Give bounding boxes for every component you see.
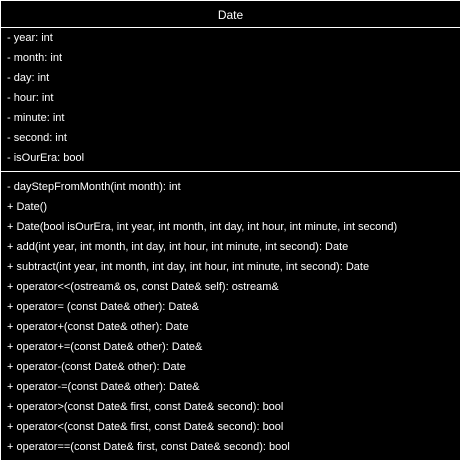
method-operator-plus: + operator+(const Date& other): Date bbox=[7, 321, 189, 333]
method-day-step-from-month: - dayStepFromMonth(int month): int bbox=[7, 181, 181, 193]
method-operator-assign: + operator= (const Date& other): Date& bbox=[7, 301, 199, 313]
method-constructor-full: + Date(bool isOurEra, int year, int mont… bbox=[7, 221, 398, 233]
method-operator-greater: + operator>(const Date& first, const Dat… bbox=[7, 401, 284, 413]
attribute-month: - month: int bbox=[7, 52, 63, 64]
method-operator-minus-assign: + operator-=(const Date& other): Date& bbox=[7, 381, 200, 393]
method-constructor-default: + Date() bbox=[7, 201, 48, 213]
method-subtract: + subtract(int year, int month, int day,… bbox=[7, 261, 370, 273]
methods-compartment: - dayStepFromMonth(int month): int + Dat… bbox=[1, 174, 460, 460]
attribute-second: - second: int bbox=[7, 132, 67, 144]
method-operator-minus: + operator-(const Date& other): Date bbox=[7, 361, 186, 373]
attributes-compartment: - year: int - month: int - day: int - ho… bbox=[1, 28, 460, 172]
attribute-is-our-era: - isOurEra: bool bbox=[7, 152, 85, 164]
method-list: - dayStepFromMonth(int month): int + Dat… bbox=[7, 177, 397, 457]
attribute-minute: - minute: int bbox=[7, 112, 65, 124]
method-operator-stream: + operator<<(ostream& os, const Date& se… bbox=[7, 281, 279, 293]
class-name: Date bbox=[1, 1, 460, 28]
method-add: + add(int year, int month, int day, int … bbox=[7, 241, 349, 253]
attribute-list: - year: int - month: int - day: int - ho… bbox=[7, 28, 84, 168]
attribute-day: - day: int bbox=[7, 72, 50, 84]
method-operator-equal: + operator==(const Date& first, const Da… bbox=[7, 441, 290, 453]
attribute-hour: - hour: int bbox=[7, 92, 54, 104]
attribute-year: - year: int bbox=[7, 32, 53, 44]
method-operator-less: + operator<(const Date& first, const Dat… bbox=[7, 421, 284, 433]
method-operator-plus-assign: + operator+=(const Date& other): Date& bbox=[7, 341, 203, 353]
